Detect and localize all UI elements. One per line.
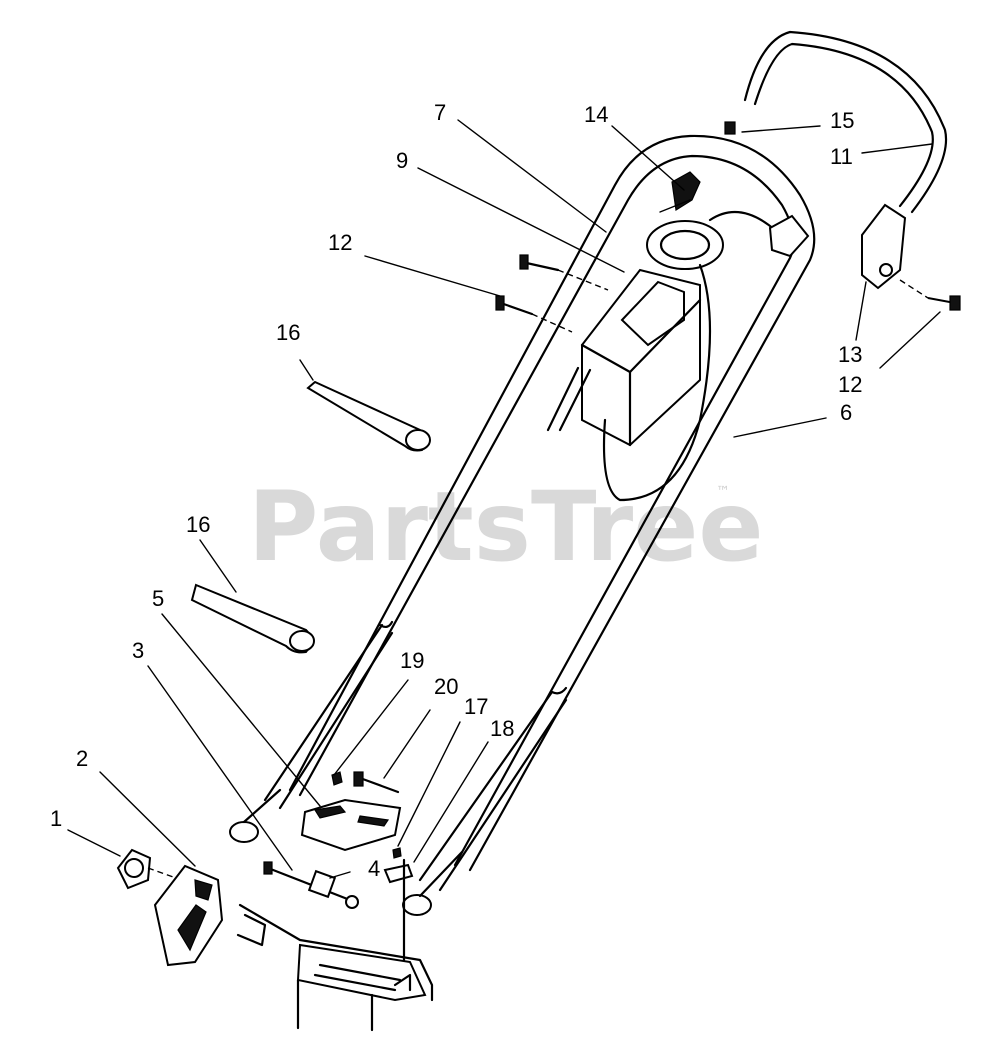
deck-housing xyxy=(236,858,434,1032)
watermark-tm: ™ xyxy=(716,484,730,500)
callout-20: 20 xyxy=(434,674,458,699)
grip-lower-part-16 xyxy=(190,583,315,654)
nut-part-15 xyxy=(724,121,736,135)
control-bail xyxy=(743,30,948,214)
callout-7: 7 xyxy=(434,100,446,125)
callout-11: 11 xyxy=(830,144,853,169)
callout-2: 2 xyxy=(76,746,88,771)
callout-14: 14 xyxy=(584,102,608,127)
screw-part-17 xyxy=(392,847,402,859)
cord-loop xyxy=(646,220,724,270)
bracket-part-13 xyxy=(861,203,907,290)
bolt-part-3 xyxy=(263,861,359,909)
leader-lines xyxy=(67,119,941,879)
callout-13: 13 xyxy=(838,342,862,367)
bolt-part-20 xyxy=(353,771,400,794)
callout-15: 15 xyxy=(830,108,854,133)
left-tube-end xyxy=(229,821,259,843)
grip-upper-part-16 xyxy=(306,380,431,452)
cord-plug xyxy=(768,214,810,258)
control-box xyxy=(546,210,810,502)
callout-12-right: 12 xyxy=(838,372,862,397)
callout-4: 4 xyxy=(368,856,380,881)
bracket-part-2 xyxy=(153,864,224,967)
callout-12-left: 12 xyxy=(328,230,352,255)
bolts-part-12 xyxy=(495,254,609,333)
callout-17: 17 xyxy=(464,694,488,719)
switch-box-part-5 xyxy=(300,798,402,852)
clip-part-14 xyxy=(671,171,701,211)
screw-part-19 xyxy=(331,771,343,786)
callout-16-lower: 16 xyxy=(186,512,210,537)
callout-1: 1 xyxy=(50,806,62,831)
callout-labels: 7 9 12 16 14 15 11 13 12 6 16 5 3 2 1 19… xyxy=(50,100,862,881)
callout-9: 9 xyxy=(396,148,408,173)
callout-6: 6 xyxy=(840,400,852,425)
watermark-text: PartsTree xyxy=(248,471,763,583)
callout-5: 5 xyxy=(152,586,164,611)
callout-19: 19 xyxy=(400,648,424,673)
callout-16-upper: 16 xyxy=(276,320,300,345)
knob-part-1 xyxy=(116,848,177,890)
callout-3: 3 xyxy=(132,638,144,663)
clip-part-18 xyxy=(383,863,414,884)
right-tube-end xyxy=(402,894,432,916)
callout-18: 18 xyxy=(490,716,514,741)
